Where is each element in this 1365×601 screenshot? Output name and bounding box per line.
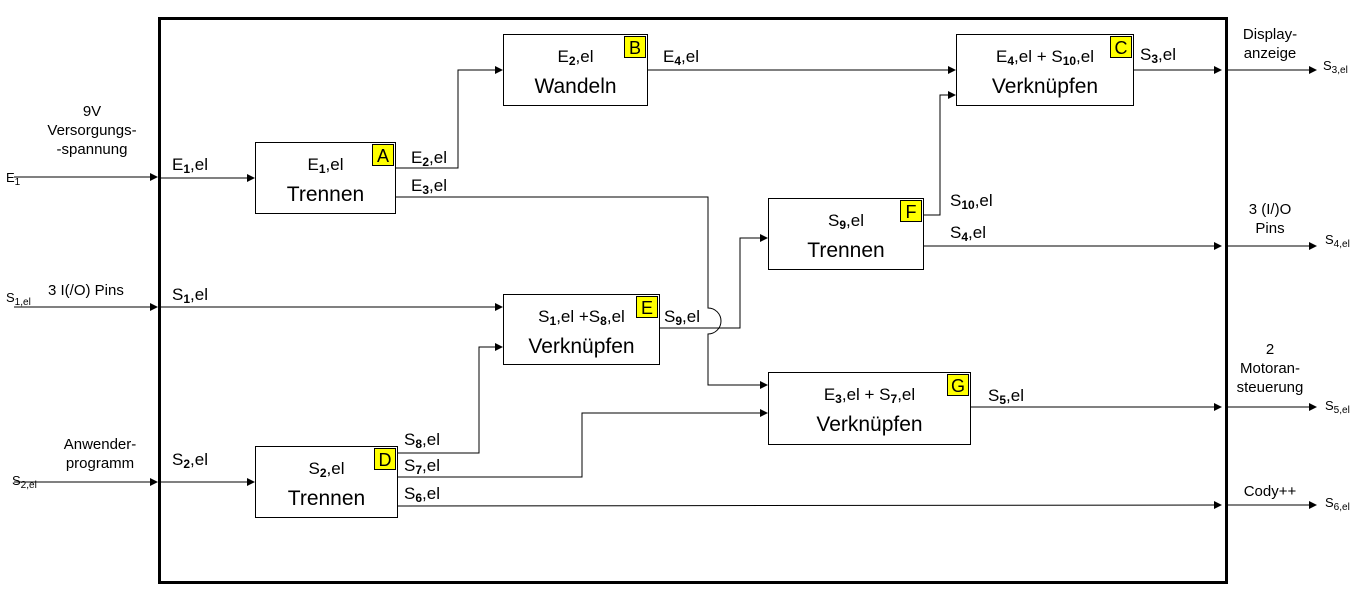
input-e1-symbol: E1	[6, 170, 21, 188]
block-d-badge: D	[374, 448, 396, 470]
input-s2-description: Anwender- programm	[63, 436, 137, 472]
wire-s7	[398, 409, 768, 478]
block-b-wandeln: E2,el Wandeln B	[503, 34, 648, 106]
signal-s8-label: S8,el	[404, 430, 440, 451]
block-c-badge: C	[1110, 36, 1132, 58]
wire-s6	[397, 501, 1222, 510]
wire-e2	[396, 66, 503, 169]
block-e-title: S1,el +S8,el	[538, 307, 625, 328]
block-a-trennen: E1,el Trennen A	[255, 142, 396, 214]
output-s3-description: Display- anzeige	[1242, 26, 1298, 62]
block-d-title: S2,el	[308, 459, 345, 480]
block-g-verknuepfen: E3,el + S7,el Verknüpfen G	[768, 372, 971, 445]
input-s1-description: 3 I(/O) Pins	[48, 282, 124, 299]
block-f-action: Trennen	[807, 239, 885, 262]
block-f-badge: F	[900, 200, 922, 222]
wire-s8	[398, 343, 503, 454]
output-s6-description: Cody++	[1243, 483, 1297, 500]
signal-s10-label: S10,el	[950, 191, 993, 212]
output-s4-symbol: S4,el	[1325, 232, 1350, 250]
signal-s4-label: S4,el	[950, 223, 986, 244]
block-f-title: S9,el	[828, 211, 864, 232]
block-a-action: Trennen	[286, 183, 365, 206]
block-f-trennen: S9,el Trennen F	[768, 198, 924, 270]
block-e-action: Verknüpfen	[528, 335, 635, 358]
signal-e4-label: E4,el	[663, 47, 699, 68]
block-e-badge: E	[636, 296, 658, 318]
signal-s9-label: S9,el	[664, 307, 700, 328]
signal-e1-label: E1,el	[172, 155, 208, 176]
block-b-action: Wandeln	[534, 75, 617, 98]
block-a-title: E1,el	[307, 155, 344, 176]
signal-s2-label: S2,el	[172, 450, 208, 471]
block-g-action: Verknüpfen	[816, 413, 923, 436]
wire-s9	[660, 234, 768, 329]
system-boundary	[158, 17, 1228, 584]
block-d-trennen: S2,el Trennen D	[255, 446, 398, 518]
input-s2-symbol: S2,el	[12, 473, 37, 491]
input-s1-symbol: S1,el	[6, 290, 31, 308]
block-e-verknuepfen: S1,el +S8,el Verknüpfen E	[503, 294, 660, 365]
signal-s5-label: S5,el	[988, 386, 1024, 407]
wire-s10	[924, 91, 956, 216]
wire-e3	[396, 196, 768, 389]
block-b-badge: B	[624, 36, 646, 58]
output-s4-description: 3 (I/)O Pins	[1248, 201, 1292, 237]
output-s6-symbol: S6,el	[1325, 495, 1350, 513]
input-e1-description: 9V Versorgungs- -spannung	[47, 103, 137, 158]
signal-s1-label: S1,el	[172, 285, 208, 306]
block-g-badge: G	[947, 374, 969, 396]
signal-s7-label: S7,el	[404, 456, 440, 477]
block-c-verknuepfen: E4,el + S10,el Verknüpfen C	[956, 34, 1134, 106]
output-s5-symbol: S5,el	[1325, 398, 1350, 416]
signal-s6-label: S6,el	[404, 484, 440, 505]
block-c-action: Verknüpfen	[991, 75, 1099, 98]
signal-e3-label: E3,el	[411, 176, 447, 197]
signal-e2-label: E2,el	[411, 148, 447, 169]
block-d-action: Trennen	[287, 487, 366, 510]
block-g-title: E3,el + S7,el	[823, 385, 916, 406]
output-s5-description: 2 Motoran- steuerung	[1236, 341, 1304, 396]
block-a-badge: A	[372, 144, 394, 166]
output-s3-symbol: S3,el	[1323, 58, 1348, 76]
signal-s3-label: S3,el	[1140, 45, 1176, 66]
block-c-title: E4,el + S10,el	[995, 47, 1095, 68]
block-b-title: E2,el	[557, 47, 594, 68]
